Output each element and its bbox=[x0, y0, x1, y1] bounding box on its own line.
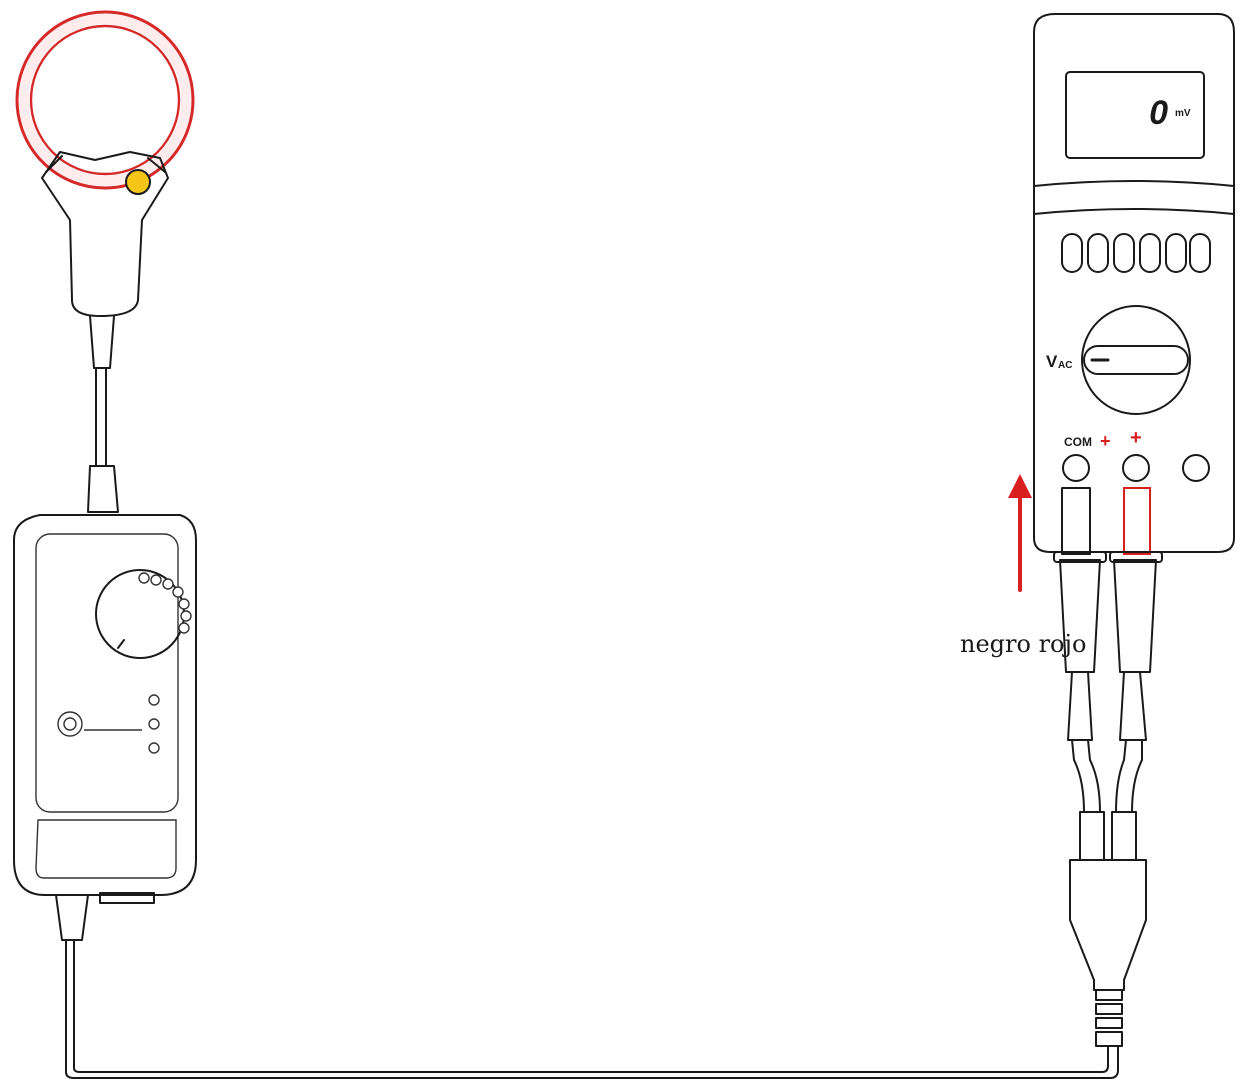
red-probe bbox=[1109, 487, 1163, 741]
com-sign: + bbox=[1100, 431, 1111, 451]
amp-jack[interactable] bbox=[1182, 454, 1210, 482]
electronics-module bbox=[13, 514, 197, 941]
func-button-6[interactable] bbox=[1189, 233, 1211, 273]
led-2 bbox=[148, 718, 160, 730]
insert-arrow-icon bbox=[1008, 474, 1032, 592]
display-reading: 0 bbox=[1149, 94, 1168, 132]
selector-bar bbox=[1083, 345, 1189, 375]
meter-band bbox=[1033, 180, 1235, 215]
com-jack[interactable] bbox=[1062, 454, 1090, 482]
coil-strain-relief bbox=[89, 315, 115, 369]
module-body bbox=[13, 514, 197, 896]
lcd-display bbox=[1065, 71, 1205, 159]
meter-body bbox=[1033, 13, 1235, 553]
indicator-dot bbox=[125, 169, 151, 195]
func-button-3[interactable] bbox=[1113, 233, 1135, 273]
coil-clamp-head bbox=[41, 151, 169, 317]
power-icon bbox=[63, 717, 77, 731]
func-button-5[interactable] bbox=[1165, 233, 1187, 273]
mode-label-ac: AC bbox=[1058, 360, 1072, 371]
module-panel bbox=[35, 533, 179, 813]
lead-colors-caption: negro rojo bbox=[960, 630, 1086, 658]
knob-grips bbox=[138, 572, 192, 634]
coil-inner-ring bbox=[29, 24, 181, 176]
coil-outer-ring bbox=[15, 10, 195, 190]
knob-pointer bbox=[117, 639, 125, 649]
power-button[interactable] bbox=[57, 711, 83, 737]
function-buttons bbox=[1061, 233, 1211, 273]
func-button-2[interactable] bbox=[1087, 233, 1109, 273]
multimeter: 0 mV V AC COM + + bbox=[1033, 13, 1235, 553]
coil-cable bbox=[95, 367, 107, 467]
module-grip bbox=[35, 819, 177, 879]
output-cable bbox=[65, 939, 1119, 1079]
com-label: COM bbox=[1064, 435, 1092, 449]
flex-coil bbox=[15, 10, 195, 513]
black-probe bbox=[1053, 487, 1107, 741]
pos-sign: + bbox=[1130, 427, 1142, 449]
lead-adapter bbox=[1069, 739, 1147, 1047]
display-unit: mV bbox=[1175, 108, 1191, 119]
func-button-1[interactable] bbox=[1061, 233, 1083, 273]
func-button-4[interactable] bbox=[1139, 233, 1161, 273]
led-1 bbox=[148, 694, 160, 706]
led-3 bbox=[148, 742, 160, 754]
adapter-plug-ribs bbox=[1095, 989, 1123, 1047]
adapter-body bbox=[1069, 859, 1147, 991]
mode-selector[interactable] bbox=[1081, 305, 1191, 415]
volt-jack[interactable] bbox=[1122, 454, 1150, 482]
mode-label-v: V bbox=[1046, 352, 1058, 371]
